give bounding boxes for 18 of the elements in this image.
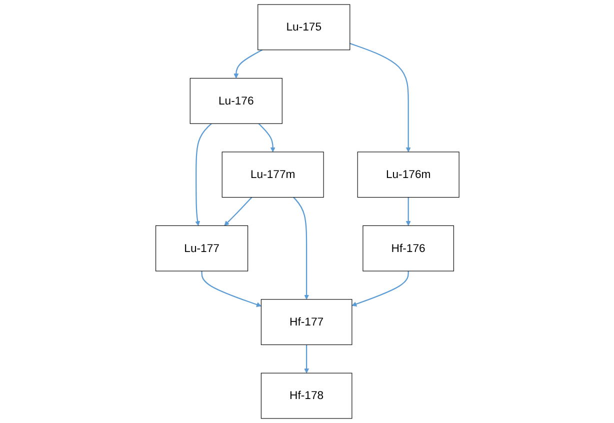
arrow <box>351 271 408 306</box>
node-box: Lu-176m <box>356 152 459 198</box>
arrow <box>405 197 410 226</box>
arrow <box>292 196 309 300</box>
arrow <box>233 49 262 78</box>
node-box: Hf-178 <box>260 372 352 419</box>
node-box: Lu-177m <box>221 152 324 198</box>
node-box: Hf-176 <box>362 225 454 272</box>
node-box: Lu-177 <box>155 225 248 272</box>
arrow <box>200 271 261 307</box>
arrow <box>194 123 212 226</box>
arrow <box>304 344 309 374</box>
node-box: Lu-175 <box>257 4 350 50</box>
node-box: Lu-176 <box>189 78 282 124</box>
arrow <box>224 196 252 226</box>
node-box: Hf-177 <box>260 299 352 346</box>
arrow <box>258 123 275 152</box>
arrow <box>349 42 410 152</box>
